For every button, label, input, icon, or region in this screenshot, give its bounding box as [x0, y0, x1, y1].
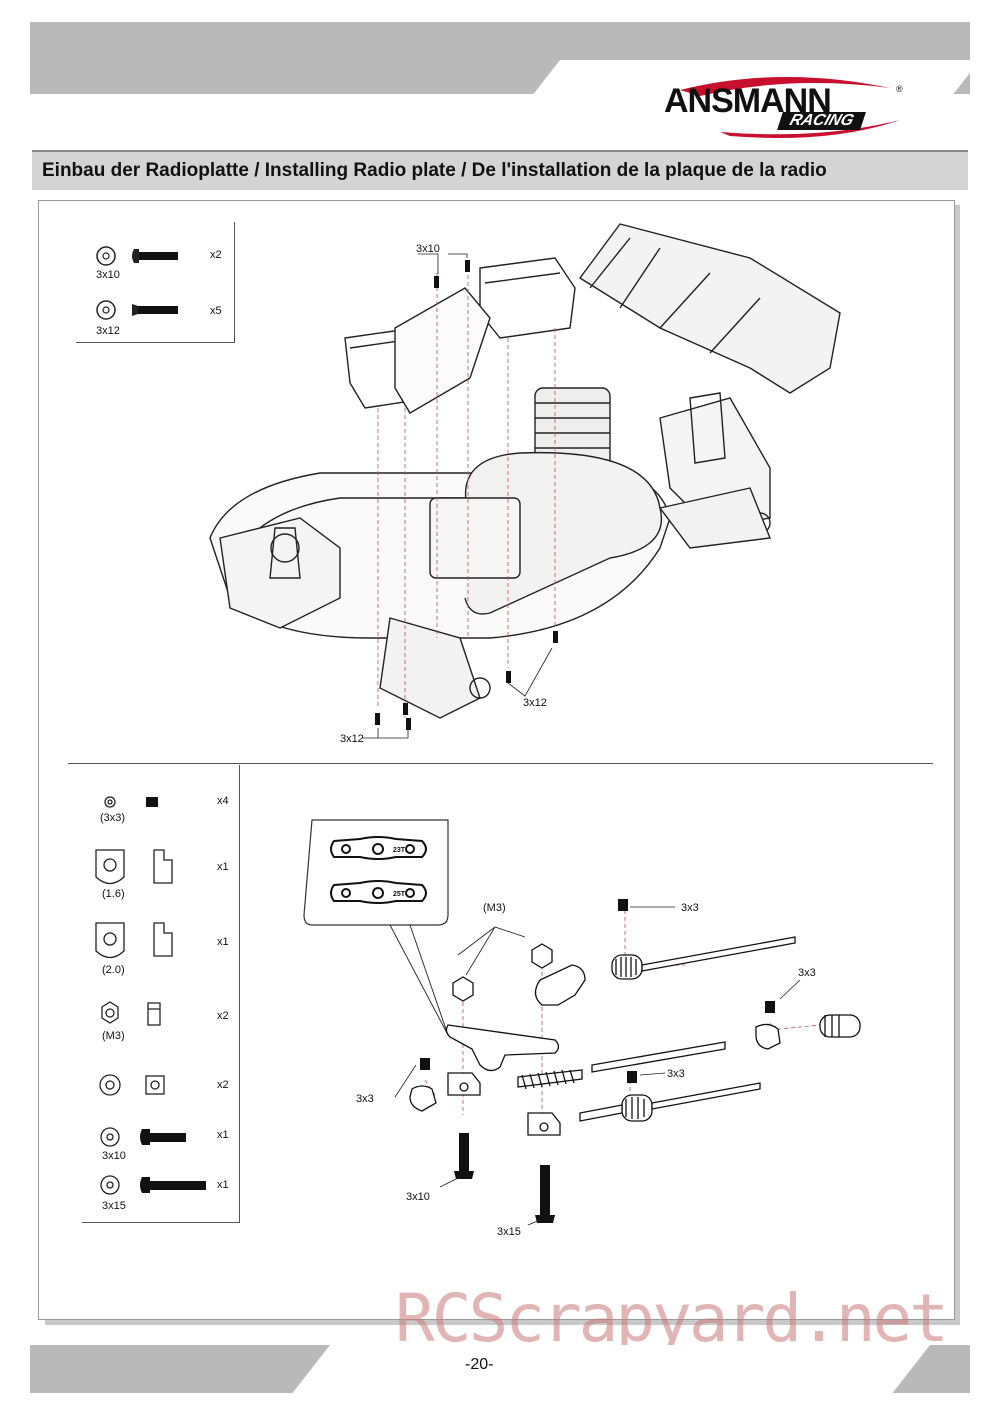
rear-wing-icon [578, 223, 841, 394]
screw-3x10-icon [138, 252, 178, 260]
chassis-exploded-drawing [209, 223, 841, 739]
part-size-label: (3x3) [100, 812, 126, 824]
pivot-ball-icon [409, 1085, 437, 1112]
ball-cup-2-0-icon [95, 922, 125, 959]
callout-label: 3x12 [340, 733, 364, 745]
rear-arm-icon [658, 487, 771, 549]
callout-label: (M3) [483, 902, 506, 914]
callout-label: 3x12 [523, 697, 547, 709]
ball-cup-1-6-icon [95, 849, 125, 885]
locknut-icon [452, 976, 474, 1002]
setscrew-3x3-icon [104, 796, 116, 808]
arm-label: 23T [393, 847, 406, 854]
part-qty-label: x2 [217, 1010, 229, 1022]
washer-icon [96, 300, 116, 320]
part-size-label: (2.0) [102, 964, 125, 976]
linkage-rod-icon [651, 1082, 761, 1110]
rod-end-icon [819, 1014, 861, 1038]
part-size-label: (M3) [102, 1030, 125, 1042]
brand-logo: ANSMANN ® RACING [660, 70, 910, 140]
logo-registered: ® [896, 84, 903, 94]
screw-3x12-icon [138, 306, 178, 314]
screw-icon [553, 631, 558, 643]
locknut-icon [531, 943, 553, 969]
part-qty-label: x5 [210, 305, 222, 317]
page-number: -20- [465, 1356, 494, 1373]
turnbuckle-rod-icon [591, 1041, 726, 1073]
parts-box-1-icons [96, 246, 178, 320]
callout-label: 3x3 [667, 1068, 685, 1080]
screw-icon [506, 671, 511, 683]
callout-label: 3x3 [798, 967, 816, 979]
washer-hole-icon [102, 252, 110, 260]
part-qty-label: x2 [217, 1079, 229, 1091]
callout-label: 3x15 [497, 1226, 521, 1238]
page-title: Einbau der Radioplatte / Installing Radi… [42, 160, 827, 181]
footer-notch [292, 1345, 930, 1393]
part-size-label: 3x12 [96, 325, 120, 337]
setscrew-icon [765, 1001, 775, 1013]
callout-label: 3x10 [406, 1191, 430, 1203]
setscrew-icon [627, 1071, 637, 1083]
washer-icon [100, 1175, 120, 1195]
screw-icon [406, 718, 411, 730]
grub-screw-icon [146, 797, 158, 807]
thread-section-icon [579, 1104, 623, 1122]
part-qty-label: x1 [217, 936, 229, 948]
screw-icon [375, 713, 380, 725]
content-frame [38, 200, 955, 1320]
front-suspension-icon [219, 517, 341, 629]
parts-box-servo-saver [82, 765, 240, 1223]
callout-label: 3x3 [681, 902, 699, 914]
screw-3x15-icon [150, 1181, 206, 1190]
screw-3x10-icon [150, 1133, 186, 1142]
part-size-label: 3x15 [102, 1200, 126, 1212]
spring-icon [517, 1069, 583, 1088]
callout-label: 3x10 [416, 243, 440, 255]
part-qty-label: x1 [217, 1129, 229, 1141]
locknut-m3-icon [101, 1001, 119, 1024]
watermark: RCScrapyard.net [395, 1280, 949, 1357]
logo-swoosh-icon [680, 76, 900, 138]
screw-icon [403, 703, 408, 715]
section-title-bar: Einbau der Radioplatte / Installing Radi… [32, 150, 968, 190]
part-qty-label: x1 [217, 1179, 229, 1191]
callout-label: 3x3 [356, 1093, 374, 1105]
part-qty-label: x1 [217, 861, 229, 873]
servo-saver-arm-icon [445, 1024, 560, 1072]
spacer-icon [145, 1075, 165, 1095]
screw-3x15-icon [540, 1165, 550, 1217]
radio-plate-icon [394, 287, 491, 414]
washer-icon [96, 246, 116, 266]
part-qty-label: x4 [217, 795, 229, 807]
arm-label: 25T [393, 891, 406, 898]
part-qty-label: x2 [210, 249, 222, 261]
section-divider [68, 763, 933, 764]
screw-icon [434, 276, 439, 288]
servo-saver-exploded-drawing: 23T 25T [303, 819, 861, 1226]
parts-box-radio-plate [76, 222, 235, 343]
setscrew-icon [420, 1058, 430, 1070]
ball-joint-icon [534, 964, 586, 1006]
part-size-label: (1.6) [102, 888, 125, 900]
pivot-ball-icon [755, 1023, 781, 1050]
inset-box [303, 819, 449, 926]
part-size-label: 3x10 [96, 269, 120, 281]
turnbuckle-rod-icon [641, 936, 796, 972]
washer-icon [99, 1074, 121, 1096]
setscrew-icon [618, 899, 628, 911]
fuel-tank-icon [429, 497, 521, 579]
logo-subtext: RACING [777, 112, 867, 130]
washer-icon [100, 1127, 120, 1147]
screw-3x10-icon [459, 1133, 469, 1173]
parts-box-2-icons [95, 796, 206, 1195]
part-size-label: 3x10 [102, 1150, 126, 1162]
screw-icon [465, 260, 470, 272]
battery-box-icon [479, 257, 576, 339]
